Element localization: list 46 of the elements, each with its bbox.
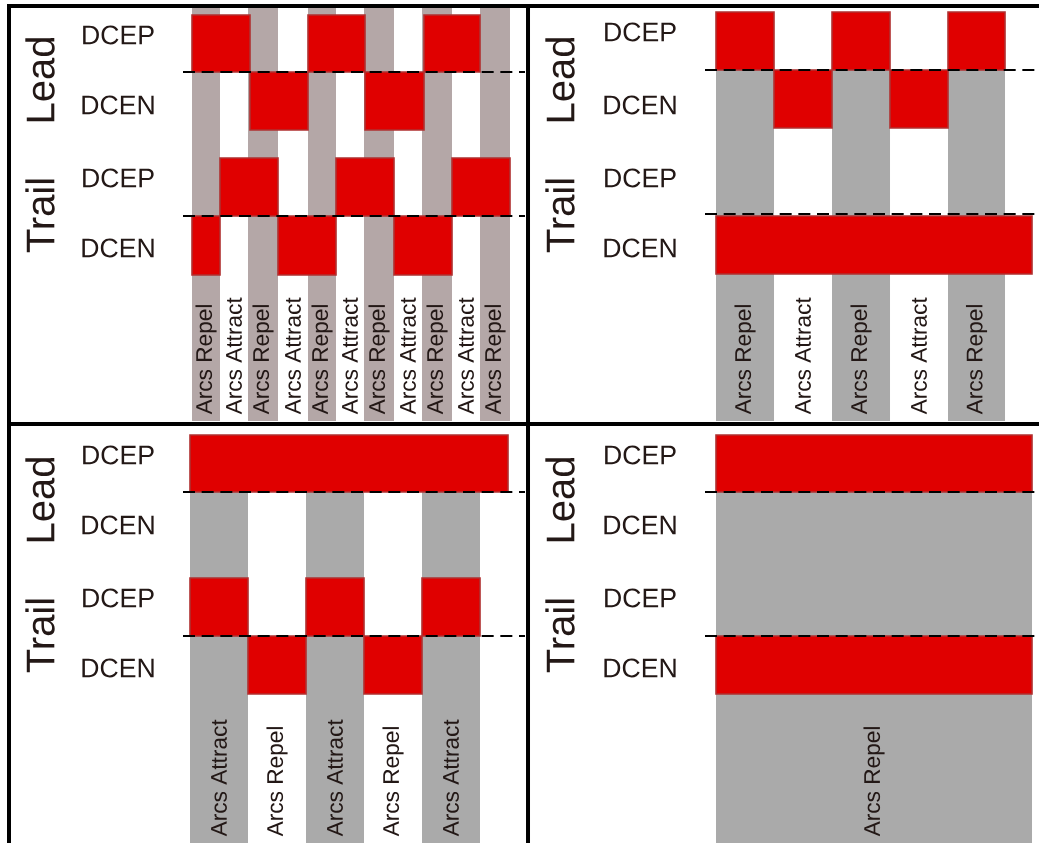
side-label: Lead [545,458,575,542]
row-label: DCEN [604,515,676,535]
stripe-label: Arcs Repel [965,305,988,415]
stripe-label: Arcs Attract [795,297,811,415]
row-label: DCEN [82,95,154,115]
stripe-label: Arcs Repel [195,305,217,415]
stripe-label: Arcs Attract [342,297,358,415]
row-label: DCEP [605,588,676,608]
row-label: DCEN [82,658,154,678]
stripe-label: Arcs Attract [458,297,474,415]
stripe-label: Arcs Repel [426,305,448,415]
stripe-label: Arcs Repel [311,305,333,415]
stripe-label: Arcs Attract [211,719,227,837]
stripe-label: Arcs Repel [850,305,872,415]
row-label: DCEP [83,168,154,188]
stripe-label: Arcs Attract [911,297,927,415]
stripe-label: Arcs Attract [226,297,242,415]
side-label: Trail [25,179,55,253]
row-label: DCEP [605,168,676,188]
row-label: DCEP [83,588,154,608]
row-label: DCEN [604,95,676,115]
stripe-label: Arcs Attract [400,297,416,415]
stripe-label: Arcs Repel [266,727,288,837]
stripe-label: Arcs Repel [734,305,756,415]
stripe-label: Arcs Attract [443,719,459,837]
stripe-label: Arcs Repel [382,727,404,837]
stripe-label: Arcs Repel [484,305,506,415]
stripe-label: Arcs Repel [252,305,274,415]
side-label: Trail [545,599,575,673]
row-label: DCEP [83,445,154,465]
row-label: DCEN [604,658,676,678]
row-label: DCEN [82,515,154,535]
side-label: Lead [25,38,55,122]
row-label: DCEP [83,25,154,45]
side-label: Trail [25,599,55,673]
stripe-label: Arcs Attract [285,297,301,415]
row-label: DCEN [82,238,154,258]
stripe-label: Arcs Repel [368,305,390,415]
row-label: DCEP [605,22,676,42]
stripe-label: Arcs Attract [327,719,343,837]
stripe-label: Arcs Repel [863,727,885,837]
side-label: Lead [545,38,575,122]
side-label: Trail [545,179,575,253]
row-label: DCEP [605,445,676,465]
row-label: DCEN [604,238,676,258]
side-label: Lead [25,458,55,542]
